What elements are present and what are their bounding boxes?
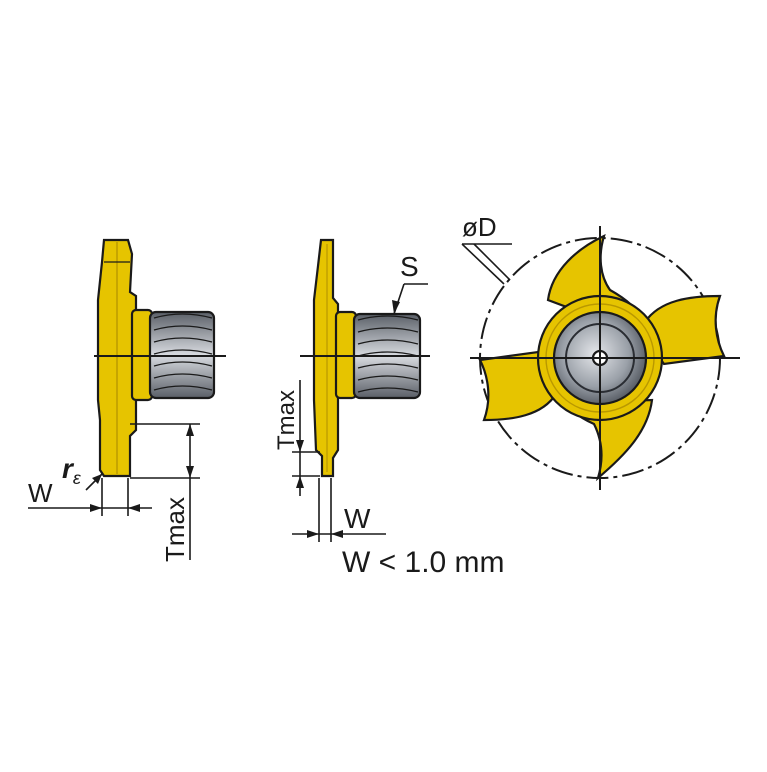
left-thread-crests <box>153 313 213 391</box>
tooth-right <box>643 294 726 366</box>
middle-insert-blade <box>312 238 340 478</box>
middle-tmax-arrow-top <box>296 440 304 452</box>
middle-w-label: W <box>344 503 371 534</box>
diameter-label: øD <box>462 212 497 242</box>
tooth-left <box>478 350 558 422</box>
middle-thread-crests <box>357 315 419 393</box>
left-w-arrow-left <box>90 504 102 512</box>
left-tmax-arrow-bottom <box>186 466 194 478</box>
middle-tmax-label: Tmax <box>273 390 300 450</box>
middle-w-arrow-left <box>307 530 319 538</box>
corner-radius-arrow <box>92 474 102 484</box>
middle-w-arrow-right <box>331 530 343 538</box>
left-w-label: W <box>28 478 53 508</box>
right-view: øD <box>461 212 740 490</box>
corner-radius-label: rε <box>62 453 82 488</box>
middle-tmax-arrow-bottom <box>296 476 304 488</box>
corner-radius-symbol: r <box>62 453 75 484</box>
left-w-arrow-right <box>128 504 140 512</box>
left-view: Tmax W rε <box>28 238 226 562</box>
left-tmax-label: Tmax <box>160 497 190 562</box>
middle-view: S Tmax W W < 1.0 mm <box>273 238 505 579</box>
diameter-leader-diag <box>461 243 505 285</box>
left-tmax-arrow-top <box>186 424 194 436</box>
thread-leader-arrow <box>392 300 400 314</box>
width-condition-label: W < 1.0 mm <box>342 546 505 579</box>
diameter-leader-diag2 <box>473 243 511 281</box>
corner-radius-subscript: ε <box>73 468 82 488</box>
thread-label: S <box>400 251 419 282</box>
